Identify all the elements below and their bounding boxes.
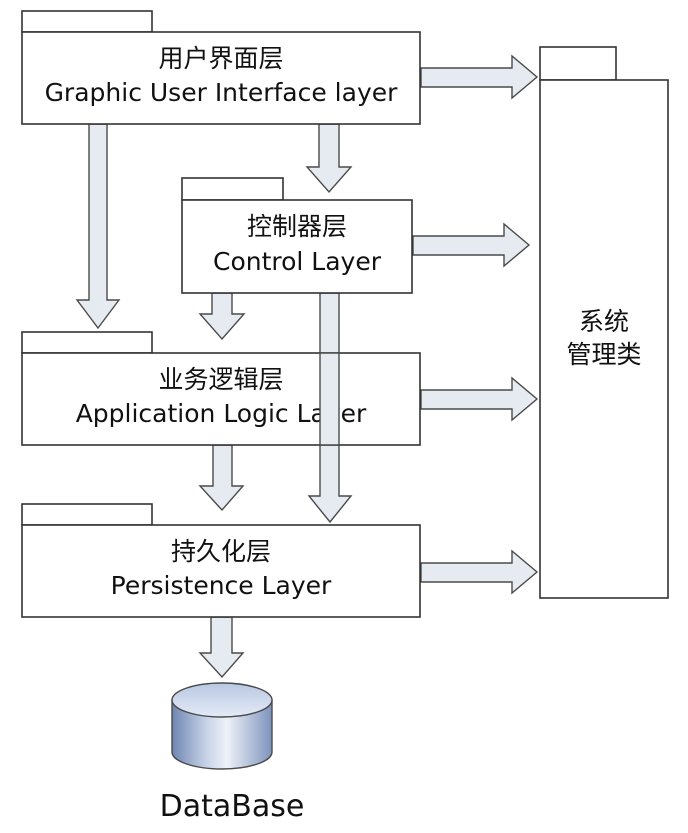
arrow-gui-to-control xyxy=(305,123,353,194)
database-body xyxy=(171,699,273,770)
system-management-tab xyxy=(539,46,617,81)
logic-layer-tab xyxy=(21,331,153,354)
persistence-layer-title-cn: 持久化层 xyxy=(171,537,271,566)
control-layer-title-en: Control Layer xyxy=(213,247,382,276)
control-layer-box xyxy=(181,199,413,294)
system-management-label-line1: 系统 xyxy=(579,307,629,336)
persistence-layer-tab xyxy=(21,503,153,526)
persistence-layer-box xyxy=(21,524,421,618)
persistence-layer-package: 持久化层 Persistence Layer xyxy=(21,503,421,618)
control-layer-tab xyxy=(181,177,284,201)
system-management-package: 系统 管理类 xyxy=(539,46,669,599)
database-top xyxy=(171,682,273,718)
arrow-control-to-persistence-overlay xyxy=(319,352,340,446)
arrow-control-to-logic xyxy=(198,292,246,341)
gui-layer-box xyxy=(21,31,421,125)
arrow-logic-to-system xyxy=(420,376,539,422)
database-label: DataBase xyxy=(160,789,305,824)
logic-layer-package: 业务逻辑层 Application Logic Layer xyxy=(21,331,421,446)
arrow-persistence-to-system xyxy=(420,549,539,595)
arrow-logic-to-persistence xyxy=(198,444,245,512)
persistence-layer-title-en: Persistence Layer xyxy=(111,571,332,600)
control-layer-title-cn: 控制器层 xyxy=(247,212,347,241)
system-management-box xyxy=(539,79,669,599)
logic-layer-title-cn: 业务逻辑层 xyxy=(158,365,283,394)
arrow-persistence-to-database xyxy=(198,616,245,679)
arrow-control-to-system xyxy=(412,222,531,268)
gui-layer-title-cn: 用户界面层 xyxy=(158,44,283,73)
logic-layer-box xyxy=(21,352,421,446)
database-icon xyxy=(171,682,273,770)
system-management-label-line2: 管理类 xyxy=(566,340,641,369)
gui-layer-package: 用户界面层 Graphic User Interface layer xyxy=(21,10,421,125)
gui-layer-title-en: Graphic User Interface layer xyxy=(45,78,399,107)
control-layer-package: 控制器层 Control Layer xyxy=(181,177,413,294)
arrow-gui-to-system xyxy=(420,54,539,100)
gui-layer-tab xyxy=(21,10,153,33)
logic-layer-title-en: Application Logic Layer xyxy=(76,399,367,428)
arrow-gui-to-logic xyxy=(75,123,121,330)
